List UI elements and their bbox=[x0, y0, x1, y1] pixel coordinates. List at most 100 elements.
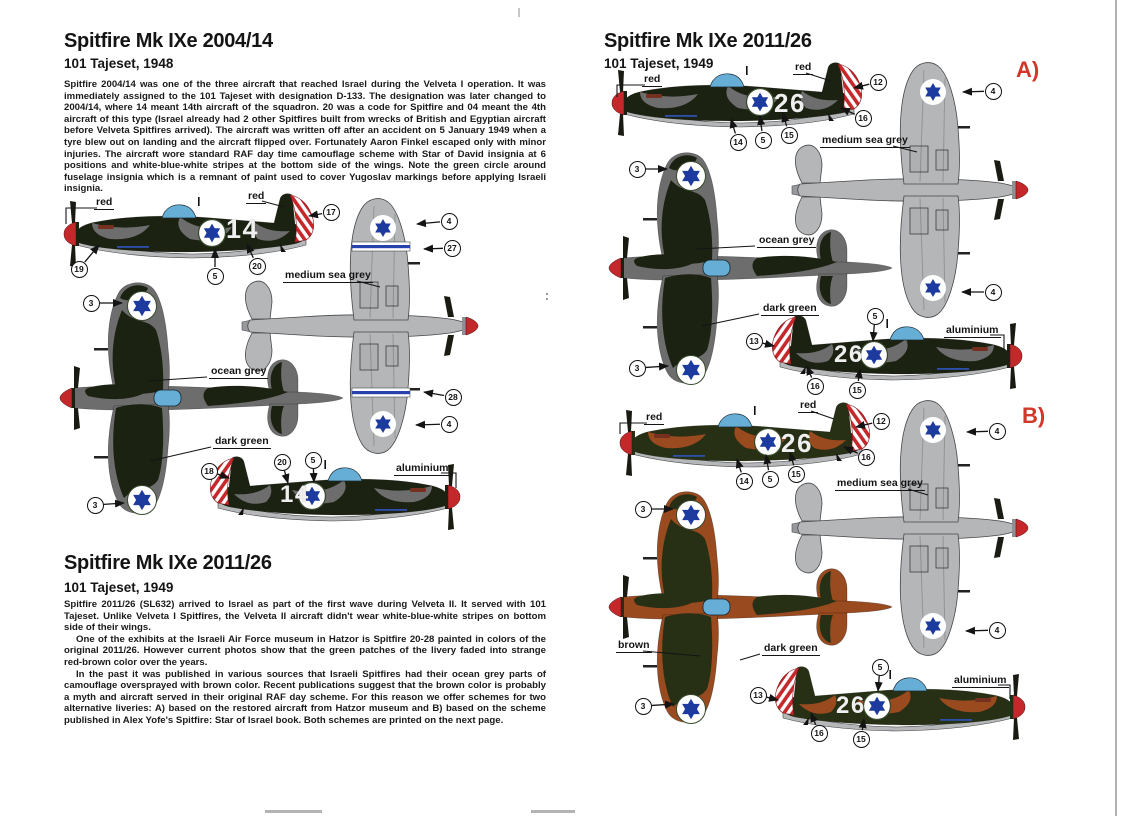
paint-label-leader bbox=[261, 200, 285, 208]
callout-arrow bbox=[869, 324, 878, 342]
callout-badge: 18 bbox=[200, 462, 218, 480]
page-subtitle-right: 101 Tajeset, 1949 bbox=[604, 56, 714, 71]
callout-arrow bbox=[766, 693, 779, 702]
paint-label-leader bbox=[998, 684, 1011, 699]
callout-arrow bbox=[217, 471, 230, 479]
callout-arrow bbox=[757, 115, 766, 132]
callout-badge: 4 bbox=[984, 82, 1002, 100]
aircraft-top-view-2004 bbox=[58, 278, 348, 528]
callout-arrow bbox=[423, 389, 445, 398]
callout-badge: 5 bbox=[304, 451, 322, 469]
paint-color-label: red bbox=[642, 73, 663, 87]
paint-color-label: ocean grey bbox=[757, 234, 817, 248]
paint-color-label: dark green bbox=[761, 302, 819, 316]
callout-arrow bbox=[423, 244, 444, 253]
paint-label-leader bbox=[701, 313, 760, 327]
callout-arrow bbox=[966, 427, 989, 436]
callout-badge: 20 bbox=[273, 453, 291, 471]
paint-label-leader bbox=[990, 334, 1005, 350]
callout-badge: 4 bbox=[984, 283, 1002, 301]
callout-badge: 15 bbox=[787, 465, 805, 483]
fuselage-code-number: 26 bbox=[781, 428, 813, 458]
fuselage-code-number: 26 bbox=[834, 341, 864, 368]
callout-arrow bbox=[806, 365, 815, 378]
callout-arrow bbox=[965, 626, 989, 635]
paint-color-label: aluminium bbox=[394, 462, 451, 476]
page-title-left-1: Spitfire Mk IXe 2004/14 bbox=[64, 30, 273, 52]
callout-badge: 15 bbox=[780, 126, 798, 144]
callout-badge: 16 bbox=[806, 377, 824, 395]
callout-badge: 19 bbox=[70, 260, 88, 278]
callout-arrow bbox=[810, 712, 819, 725]
callout-arrow bbox=[645, 362, 669, 371]
callout-badge: 4 bbox=[988, 422, 1006, 440]
paint-label-leader bbox=[616, 84, 645, 97]
paragraph: One of the exhibits at the Israeli Air F… bbox=[64, 633, 546, 668]
fuselage-code-number: 26 bbox=[836, 692, 866, 719]
callout-arrow bbox=[308, 210, 323, 219]
callout-badge: 5 bbox=[866, 307, 884, 325]
underwing-stripes bbox=[351, 241, 411, 398]
page-title-right: Spitfire Mk IXe 2011/26 bbox=[604, 30, 812, 52]
callout-arrow bbox=[415, 420, 441, 429]
aircraft-port-profile-2004 bbox=[62, 189, 322, 284]
callout-badge: 12 bbox=[869, 73, 887, 91]
print-registration-mark bbox=[265, 810, 322, 813]
callout-badge: 4 bbox=[440, 415, 458, 433]
aircraft-top-view-2011-b bbox=[607, 487, 897, 737]
page-subtitle-left-2: 101 Tajeset, 1949 bbox=[64, 580, 174, 595]
callout-arrow bbox=[281, 470, 290, 484]
paint-label-leader bbox=[739, 653, 761, 661]
callout-arrow bbox=[962, 87, 985, 96]
paragraph: Spitfire 2011/26 (SL632) arrived to Isra… bbox=[64, 599, 546, 634]
paint-color-label: red bbox=[644, 411, 665, 425]
aircraft-starboard-profile-2004 bbox=[202, 452, 462, 547]
callout-badge: 5 bbox=[871, 658, 889, 676]
callout-badge: 16 bbox=[854, 109, 872, 127]
callout-badge: 4 bbox=[988, 621, 1006, 639]
aircraft-port-profile-2011-a bbox=[610, 58, 870, 153]
paint-color-label: brown bbox=[616, 639, 652, 653]
callout-arrow bbox=[855, 421, 873, 429]
callout-arrow bbox=[735, 458, 744, 473]
callout-badge: 14 bbox=[729, 133, 747, 151]
callout-badge: 3 bbox=[628, 359, 646, 377]
paint-color-label: medium sea grey bbox=[835, 477, 925, 491]
callout-arrow bbox=[729, 118, 738, 134]
paint-color-label: ocean grey bbox=[209, 365, 269, 379]
callout-arrow bbox=[103, 499, 125, 508]
scan-artifact bbox=[546, 293, 548, 295]
callout-arrow bbox=[763, 454, 772, 471]
aircraft-underside-view-2011-b bbox=[790, 400, 1030, 668]
paint-color-label: dark green bbox=[213, 435, 271, 449]
callout-badge: 3 bbox=[628, 160, 646, 178]
scan-artifact bbox=[546, 298, 548, 300]
aircraft-port-profile-2011-b bbox=[618, 398, 878, 493]
body-paragraphs-left-2: Spitfire 2011/26 (SL632) arrived to Isra… bbox=[64, 599, 546, 727]
callout-badge: 16 bbox=[810, 724, 828, 742]
paint-label-leader bbox=[696, 245, 756, 250]
aircraft-top-view-2011-a bbox=[607, 148, 897, 398]
callout-arrow bbox=[309, 468, 318, 483]
fuselage-code-number: 14 bbox=[226, 214, 260, 244]
paragraph: In the past it was published in various … bbox=[64, 668, 546, 726]
paint-label-leader bbox=[805, 72, 832, 82]
callout-arrow bbox=[416, 219, 441, 228]
callout-badge: 3 bbox=[634, 500, 652, 518]
body-paragraph-left-1: Spitfire 2004/14 was one of the three ai… bbox=[64, 79, 546, 195]
paint-label-leader bbox=[356, 280, 381, 288]
aircraft-underside-view-2004 bbox=[240, 198, 480, 466]
callout-arrow bbox=[84, 244, 100, 263]
print-registration-mark bbox=[531, 810, 575, 813]
callout-arrow bbox=[651, 700, 675, 709]
callout-badge: 4 bbox=[440, 212, 458, 230]
callout-arrow bbox=[246, 243, 255, 259]
callout-badge: 20 bbox=[248, 257, 266, 275]
paint-label-leader bbox=[65, 207, 97, 224]
callout-badge: 5 bbox=[206, 267, 224, 285]
callout-arrow bbox=[853, 81, 870, 90]
callout-arrow bbox=[874, 675, 883, 692]
scan-artifact bbox=[518, 8, 520, 17]
paint-color-label: aluminium bbox=[952, 674, 1009, 688]
